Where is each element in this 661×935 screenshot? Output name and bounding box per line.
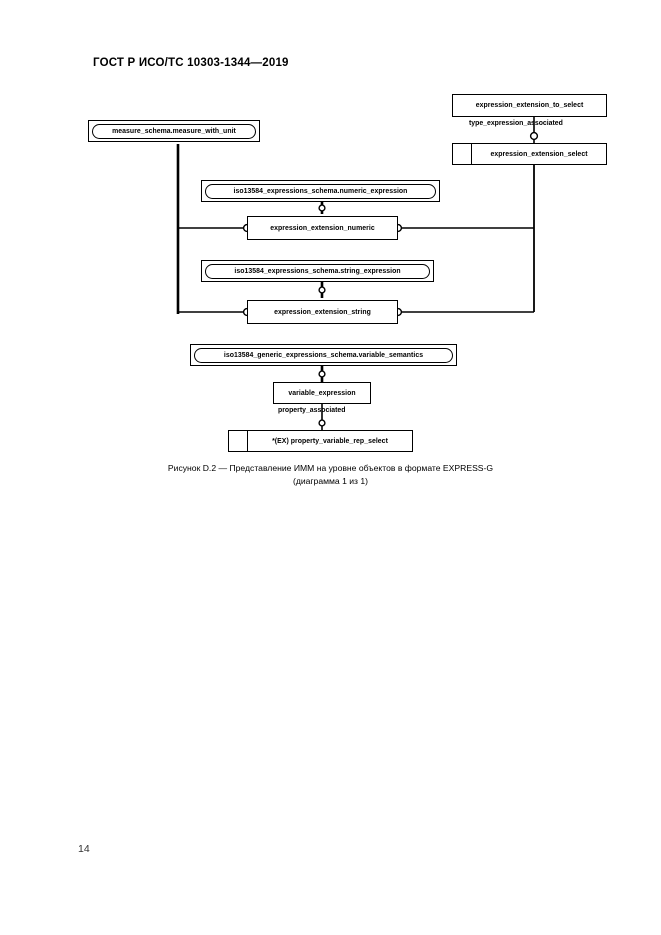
node-expression-extension-numeric[interactable]: expression_extension_numeric	[247, 216, 398, 240]
node-expression-extension-to-select[interactable]: expression_extension_to_select	[452, 94, 607, 117]
edge-label-type-expression-associated: type_expression_associated	[469, 120, 563, 127]
node-iso13584-string-expression[interactable]: iso13584_expressions_schema.string_expre…	[201, 260, 434, 282]
node-expression-extension-select[interactable]: expression_extension_select	[452, 143, 607, 165]
node-label-measure-with-unit: measure_schema.measure_with_unit	[92, 123, 256, 139]
node-measure-schema-measure-with-unit[interactable]: measure_schema.measure_with_unit	[88, 120, 260, 142]
node-expression-extension-string[interactable]: expression_extension_string	[247, 300, 398, 324]
express-g-diagram: measure_schema.measure_with_unit express…	[88, 94, 607, 452]
endpoint-variable-semantics	[318, 370, 326, 378]
node-label-string-expression: iso13584_expressions_schema.string_expre…	[205, 263, 430, 279]
node-label-expression-extension-numeric: expression_extension_numeric	[270, 224, 375, 232]
edge-label-property-associated: property_associated	[278, 407, 346, 414]
node-property-variable-rep-select[interactable]: *(EX) property_variable_rep_select	[228, 430, 413, 452]
node-variable-expression[interactable]: variable_expression	[273, 382, 371, 404]
node-iso13584-numeric-expression[interactable]: iso13584_expressions_schema.numeric_expr…	[201, 180, 440, 202]
standard-header: ГОСТ Р ИСО/ТС 10303-1344—2019	[93, 57, 289, 69]
endpoint-numeric-supertype	[318, 204, 326, 212]
node-label-variable-expression: variable_expression	[288, 389, 356, 397]
node-iso13584-variable-semantics[interactable]: iso13584_generic_expressions_schema.vari…	[190, 344, 457, 366]
endpoint-string-supertype	[318, 286, 326, 294]
node-label-expression-extension-select: expression_extension_select	[490, 150, 588, 158]
page-number: 14	[78, 843, 90, 855]
figure-caption: Рисунок D.2 — Представление ИММ на уровн…	[0, 462, 661, 488]
node-label-variable-semantics: iso13584_generic_expressions_schema.vari…	[194, 347, 453, 363]
node-label-numeric-expression: iso13584_expressions_schema.numeric_expr…	[205, 183, 436, 199]
figure-caption-line-1: Рисунок D.2 — Представление ИММ на уровн…	[167, 463, 494, 473]
select-marker-slot	[453, 144, 472, 164]
rep-select-marker-slot	[229, 431, 248, 451]
endpoint-type-expression-associated	[529, 131, 539, 141]
node-label-expression-extension-to-select: expression_extension_to_select	[475, 102, 584, 109]
figure-caption-line-2: (диаграмма 1 из 1)	[292, 476, 369, 486]
node-label-property-variable-rep-select: *(EX) property_variable_rep_select	[272, 437, 388, 445]
node-label-expression-extension-string: expression_extension_string	[274, 308, 371, 316]
endpoint-property-associated	[318, 419, 326, 427]
